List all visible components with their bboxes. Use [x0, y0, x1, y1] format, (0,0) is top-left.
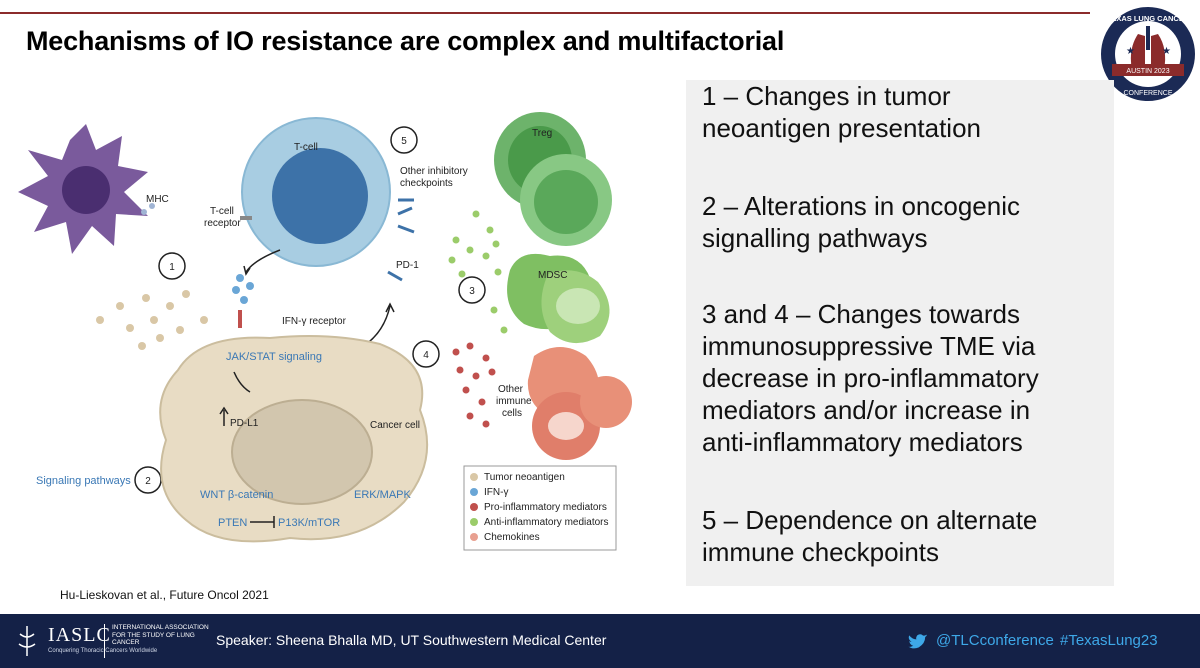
top-rule	[0, 12, 1090, 14]
pten-inhibits-mark	[250, 516, 275, 528]
marker-5: 5	[390, 126, 418, 154]
footer-divider	[104, 624, 105, 658]
checkpoint-receptors	[397, 198, 415, 234]
treg-cells	[494, 112, 612, 246]
t-cell	[241, 117, 391, 267]
legend-label: IFN-γ	[484, 487, 508, 498]
legend-swatch	[470, 533, 478, 541]
other-immune-label-2: immune	[496, 396, 532, 407]
svg-text:2: 2	[145, 476, 151, 487]
legend-swatch	[470, 518, 478, 526]
key-point-line: neoantigen presentation	[702, 113, 982, 143]
speaker-credit: Speaker: Sheena Bhalla MD, UT Southweste…	[216, 632, 607, 648]
conference-logo: ★ ★ AUSTIN 2023 TEXAS LUNG CANCER CONFER…	[1099, 5, 1197, 103]
other-immune-cells	[527, 347, 632, 460]
key-point-line: mediators and/or increase in	[702, 395, 1031, 425]
key-point-line: 5 – Dependence on alternate	[702, 505, 1038, 535]
svg-text:5: 5	[401, 136, 407, 147]
legend-label: Anti-inflammatory mediators	[484, 517, 608, 528]
star-right-icon: ★	[1162, 46, 1171, 57]
marker-2: 2	[134, 466, 162, 494]
mdsc-cells	[507, 253, 610, 344]
tcell-receptor-label-2: receptor	[204, 218, 241, 229]
other-inhibitory-label-1: Other inhibitory	[400, 166, 468, 177]
marker-1: 1	[158, 252, 186, 280]
mdsc-label: MDSC	[538, 270, 567, 281]
twitter-bird-icon	[908, 634, 927, 649]
iaslc-logo-text: IASLC	[48, 624, 111, 646]
key-point-line: 2 – Alterations in oncogenic	[702, 191, 1020, 221]
key-point-line: decrease in pro-inflammatory	[702, 363, 1039, 393]
lung-right-icon	[1151, 34, 1166, 72]
jak-stat-label: JAK/STAT signaling	[226, 351, 322, 363]
key-point-line: 3 and 4 – Changes towards	[702, 299, 1020, 329]
legend-swatch	[470, 488, 478, 496]
tcell-label: T-cell	[294, 142, 318, 153]
io-resistance-diagram: MHC T-cell T-cell receptor Other inhibit…	[18, 112, 632, 551]
marker-3: 3	[458, 276, 486, 304]
tcell-receptor-label-1: T-cell	[210, 206, 234, 217]
legend-label: Tumor neoantigen	[484, 472, 565, 483]
pten-label: PTEN	[218, 517, 247, 529]
other-immune-label-3: cells	[502, 408, 522, 419]
signaling-pathways-label: Signaling pathways	[36, 475, 131, 487]
treg-label: Treg	[532, 128, 552, 139]
erk-label: ERK/MAPK	[354, 489, 412, 501]
conference-hashtag[interactable]: #TexasLung23	[1060, 632, 1158, 649]
citation: Hu-Lieskovan et al., Future Oncol 2021	[60, 588, 269, 602]
key-point-line: immune checkpoints	[702, 537, 939, 567]
pdl1-label: PD-L1	[230, 418, 259, 429]
mhc-label: MHC	[146, 194, 169, 205]
other-inhibitory-label-2: checkpoints	[400, 178, 453, 189]
other-immune-label-1: Other	[498, 384, 524, 395]
tcell-receptor-mark	[240, 216, 252, 220]
cancer-cell	[159, 335, 429, 543]
star-left-icon: ★	[1126, 46, 1135, 57]
arrow-jak-to-pdl1	[233, 371, 251, 393]
arrow-tcell-to-ifng	[245, 249, 281, 273]
legend-swatch	[470, 473, 478, 481]
logo-top-text: TEXAS LUNG CANCER	[1107, 14, 1190, 23]
footer-bar: IASLC Conquering Thoracic Cancers Worldw…	[0, 614, 1200, 668]
key-point-line: anti-inflammatory mediators	[702, 427, 1023, 457]
svg-text:4: 4	[423, 350, 429, 361]
dendritic-cell	[18, 124, 155, 254]
twitter-handle[interactable]: @TLCconference	[936, 632, 1054, 649]
logo-bottom-text: CONFERENCE	[1123, 90, 1172, 97]
svg-text:3: 3	[469, 286, 475, 297]
key-point-line: signalling pathways	[702, 223, 928, 253]
p13k-label: P13K/mTOR	[278, 517, 340, 529]
legend-label: Chemokines	[484, 532, 540, 543]
lung-left-icon	[1130, 34, 1145, 72]
pd1-label: PD-1	[396, 260, 419, 271]
legend-swatch	[470, 503, 478, 511]
slide-title: Mechanisms of IO resistance are complex …	[26, 26, 785, 56]
legend-label: Pro-inflammatory mediators	[484, 502, 607, 513]
iaslc-description: International Association for the Study …	[112, 624, 209, 646]
ifng-receptor-label: IFN-γ receptor	[282, 316, 347, 327]
anti-inflammatory-dots	[448, 210, 508, 334]
pd1-receptor	[387, 270, 403, 282]
svg-text:1: 1	[169, 262, 175, 273]
key-point-line: immunosuppressive TME via	[702, 331, 1036, 361]
iaslc-tagline: Conquering Thoracic Cancers Worldwide	[48, 648, 158, 654]
neoantigen-dots	[96, 290, 208, 350]
cancer-cell-label: Cancer cell	[370, 420, 420, 431]
ifn-gamma-dots	[232, 274, 254, 304]
logo-ribbon: AUSTIN 2023	[1126, 68, 1169, 75]
pro-inflammatory-dots	[452, 342, 496, 428]
iaslc-emblem-icon	[18, 626, 36, 656]
key-point-line: 1 – Changes in tumor	[702, 81, 951, 111]
marker-4: 4	[412, 340, 440, 368]
wnt-label: WNT β-catenin	[200, 489, 273, 501]
